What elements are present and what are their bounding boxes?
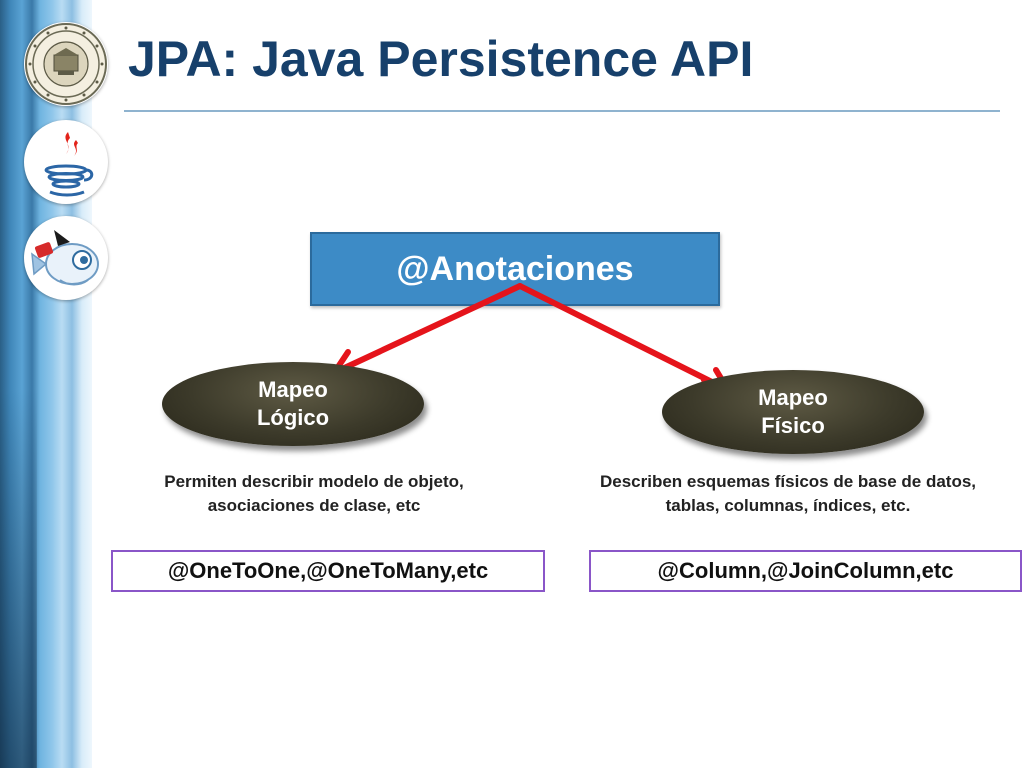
physical-mapping-line1: Mapeo — [758, 385, 828, 410]
physical-description-line1: Describen esquemas físicos de base de da… — [599, 472, 977, 491]
physical-mapping-node: Mapeo Físico — [662, 370, 924, 454]
logical-mapping-line2: Lógico — [256, 405, 330, 430]
logical-mapping-description: Permiten describir modelo de objeto, aso… — [120, 470, 508, 518]
physical-annotations-example: @Column,@JoinColumn,etc — [589, 550, 1022, 592]
physical-mapping-description: Describen esquemas físicos de base de da… — [562, 470, 1014, 518]
glassfish-mascot-icon — [24, 216, 108, 300]
title-divider — [124, 110, 1000, 112]
logical-description-line1: Permiten describir modelo de objeto, — [164, 472, 464, 491]
physical-description-line2: tablas, columnas, índices, etc. — [665, 496, 911, 515]
logical-mapping-line1: Mapeo — [258, 377, 328, 402]
annotations-root-label: @Anotaciones — [396, 249, 634, 288]
logical-example-text: @OneToOne,@OneToMany,etc — [167, 558, 489, 583]
physical-mapping-line2: Físico — [761, 413, 825, 438]
annotations-root-box: @Anotaciones — [310, 232, 720, 306]
slide-title: JPA: Java Persistence API — [128, 31, 754, 87]
logical-annotations-example: @OneToOne,@OneToMany,etc — [111, 550, 545, 592]
java-cup-icon — [24, 120, 108, 204]
university-seal-icon — [24, 22, 108, 106]
physical-example-text: @Column,@JoinColumn,etc — [657, 558, 954, 583]
logical-description-line2: asociaciones de clase, etc — [207, 496, 421, 515]
side-decoration-band — [0, 0, 92, 768]
logical-mapping-node: Mapeo Lógico — [162, 362, 424, 446]
